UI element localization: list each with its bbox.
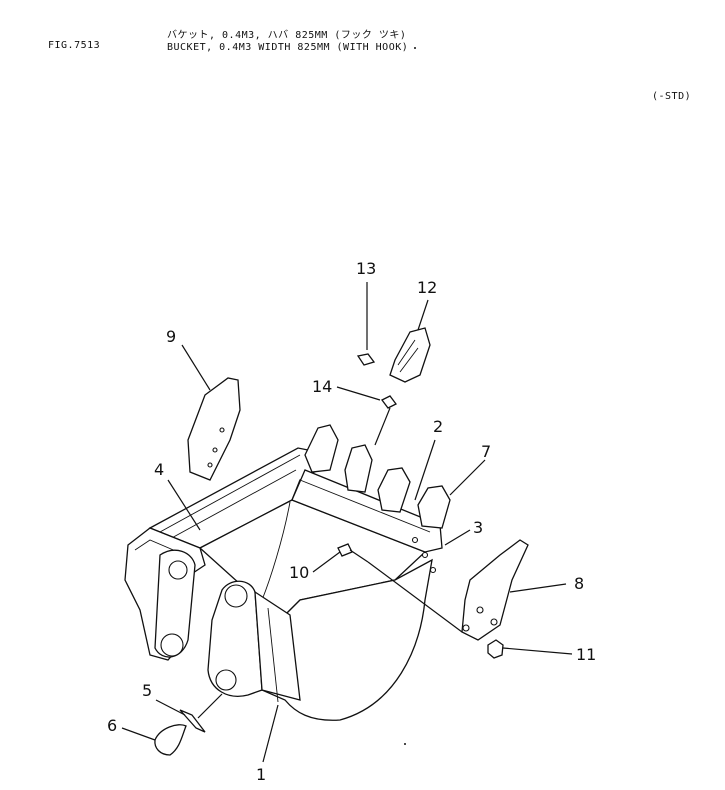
adapter-1 (304, 424, 339, 473)
scan-dot (414, 47, 416, 49)
leader-lines (121, 282, 573, 763)
bolt-hole (212, 447, 218, 453)
adapter-4 (417, 485, 451, 529)
callout-3: 3 (473, 518, 483, 537)
callout-11: 11 (576, 645, 596, 664)
callout-10: 10 (289, 563, 309, 582)
callout-6: 6 (107, 716, 117, 735)
right-boss-plate (207, 580, 263, 697)
right-boss-hole-top (224, 584, 248, 608)
lock-14 (381, 395, 397, 409)
right-side-plate (254, 590, 301, 701)
hook-6 (154, 724, 187, 756)
title-english: BUCKET, 0.4M3 WIDTH 825MM (WITH HOOK) (167, 42, 409, 53)
figure-number: FIG.7513 (48, 40, 101, 51)
left-boss-plate (154, 549, 196, 658)
adapter-3 (377, 467, 411, 513)
bolt-hole (429, 566, 437, 574)
callout-14: 14 (312, 377, 332, 396)
side-cutter-8 (461, 539, 529, 641)
right-boss-hole-bottom (215, 669, 237, 691)
bolt-hole (207, 462, 213, 468)
left-boss-hole-bottom (160, 633, 184, 657)
bucket-assembly (124, 447, 443, 721)
adapter-2 (344, 444, 373, 493)
bolt-hole (490, 618, 498, 626)
side-plate-9 (187, 377, 241, 481)
bolt-hole (411, 536, 419, 544)
bolt-hole (219, 427, 225, 433)
title-japanese: バケット, 0.4M3, ハバ 825MM (フック ツキ) (167, 30, 407, 41)
cutting-edge (291, 469, 443, 553)
callout-7: 7 (481, 442, 491, 461)
callout-4: 4 (154, 460, 164, 479)
bolt-hole (421, 551, 429, 559)
cutting-edge-line (299, 479, 431, 533)
scan-dot (404, 743, 406, 745)
bolt-shank-10 (349, 549, 369, 563)
callout-13: 13 (356, 259, 376, 278)
bolt-hole (462, 624, 470, 632)
bolt-hole (476, 606, 484, 614)
left-boss-hole-top (168, 560, 188, 580)
pin-13 (356, 353, 376, 366)
right-side-edge (267, 607, 279, 703)
top-strip-lines (159, 454, 301, 541)
callout-8: 8 (574, 574, 584, 593)
callout-5: 5 (142, 681, 152, 700)
callout-12: 12 (417, 278, 437, 297)
callout-1: 1 (256, 765, 266, 784)
tooth-point-12 (389, 327, 431, 383)
callout-9: 9 (166, 327, 176, 346)
nut-11 (487, 639, 504, 659)
bucket-shell (261, 558, 433, 721)
tooth-adapters (304, 424, 451, 529)
spec-label: (-STD) (652, 91, 692, 102)
shim-5 (179, 709, 206, 733)
callout-2: 2 (433, 417, 443, 436)
tooth-point-lines (397, 339, 419, 373)
